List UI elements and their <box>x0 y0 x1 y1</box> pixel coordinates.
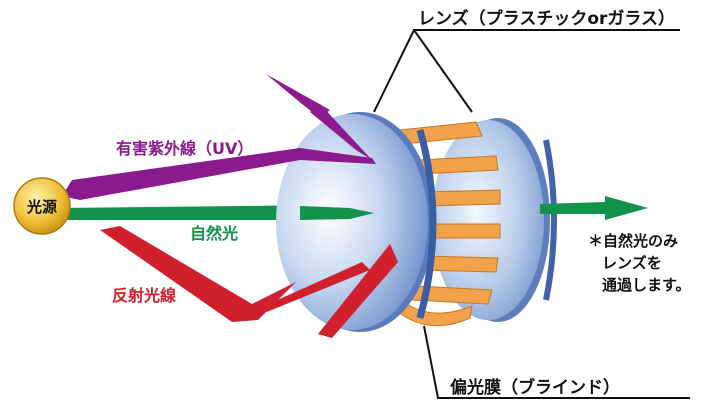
uv-beam <box>62 74 376 200</box>
note-line-2: レンズを <box>602 254 662 272</box>
uv-label: 有害紫外線（UV） <box>116 139 254 158</box>
note: ＊自然光のみ レンズを 通過します。 <box>588 230 691 296</box>
lens-label: レンズ（プラスチックorガラス） <box>418 9 676 29</box>
front-lens <box>276 112 437 332</box>
natural-light-label: 自然光 <box>190 224 239 243</box>
light-source-label: 光源 <box>26 198 57 216</box>
light-source <box>13 177 71 235</box>
reflected-light-beam <box>100 226 398 338</box>
lens-callout-lines <box>373 29 680 113</box>
reflected-light-label: 反射光線 <box>112 286 177 305</box>
polarizer-label: 偏光膜（ブラインド） <box>450 378 620 398</box>
note-line-3: 通過します。 <box>602 276 691 294</box>
polarizer-callout-line <box>423 325 690 399</box>
note-line-1: ＊自然光のみ <box>588 232 679 250</box>
natural-light-on-lens <box>300 206 374 220</box>
